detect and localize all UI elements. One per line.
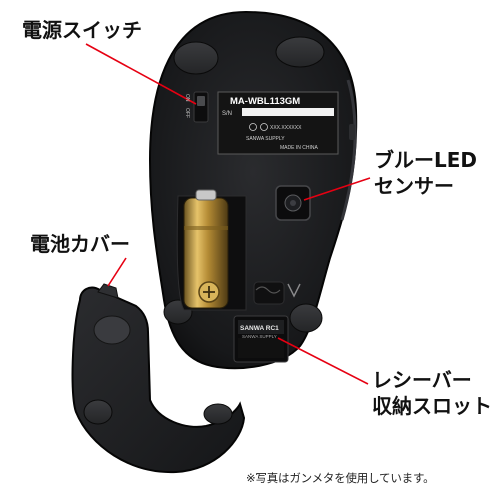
receiver-name: SANWA RC1 — [240, 325, 279, 332]
receiver-body — [238, 338, 284, 358]
battery-terminal — [195, 189, 217, 201]
foot-pad-top-left — [173, 41, 219, 75]
battery-stripe — [184, 226, 228, 230]
spring-coil — [255, 286, 281, 294]
screw-cross-icon — [203, 286, 215, 298]
footnote: ※写真はガンメタを使用しています。 — [246, 471, 435, 485]
serial-number-field — [242, 108, 334, 116]
label-brand: SANWA SUPPLY — [246, 136, 285, 142]
cover-latch — [97, 283, 119, 299]
foot-pad-top-right — [275, 36, 325, 68]
callout-power-switch: 電源スイッチ — [22, 18, 142, 42]
label-origin: MADE IN CHINA — [280, 145, 318, 151]
callout-line-power-switch — [85, 43, 197, 105]
side-button — [349, 124, 355, 140]
callout-battery-cover: 電池カバー — [30, 232, 130, 256]
callout-sensor-line2: センサー — [374, 174, 454, 198]
callout-line-battery-cover — [107, 257, 127, 287]
cert-mark-icon-2 — [260, 123, 268, 131]
cert-mark-icon — [249, 123, 257, 131]
product-label-sticker — [217, 91, 339, 155]
cover-foot-pad-right — [203, 403, 233, 425]
battery-arrow-icon — [287, 283, 301, 298]
receiver-nano — [238, 320, 284, 334]
cover-foot-pad-left — [83, 399, 113, 425]
callout-receiver-line2: 収納スロット — [372, 394, 492, 418]
serial-prefix: S/N — [222, 111, 232, 117]
side-grip-edge — [340, 79, 357, 221]
foot-pad-bottom-right — [289, 303, 323, 333]
serial-code: XXX.XXXXXX — [270, 125, 302, 131]
callout-line-receiver — [277, 337, 369, 385]
switch-off-label: OFF — [184, 108, 190, 118]
power-switch-knob — [197, 96, 205, 106]
model-number: MA-WBL113GM — [230, 96, 300, 107]
callout-sensor-line1: ブルーLED — [374, 148, 478, 172]
callout-receiver-line1: レシーバー — [372, 368, 472, 392]
battery-spring — [253, 281, 285, 305]
receiver-brand: SANWA SUPPLY — [242, 334, 277, 339]
callout-line-sensor — [303, 177, 371, 201]
switch-on-label: ON — [184, 94, 190, 102]
sensor-core — [290, 200, 296, 206]
cover-thumb-indent — [93, 315, 131, 345]
